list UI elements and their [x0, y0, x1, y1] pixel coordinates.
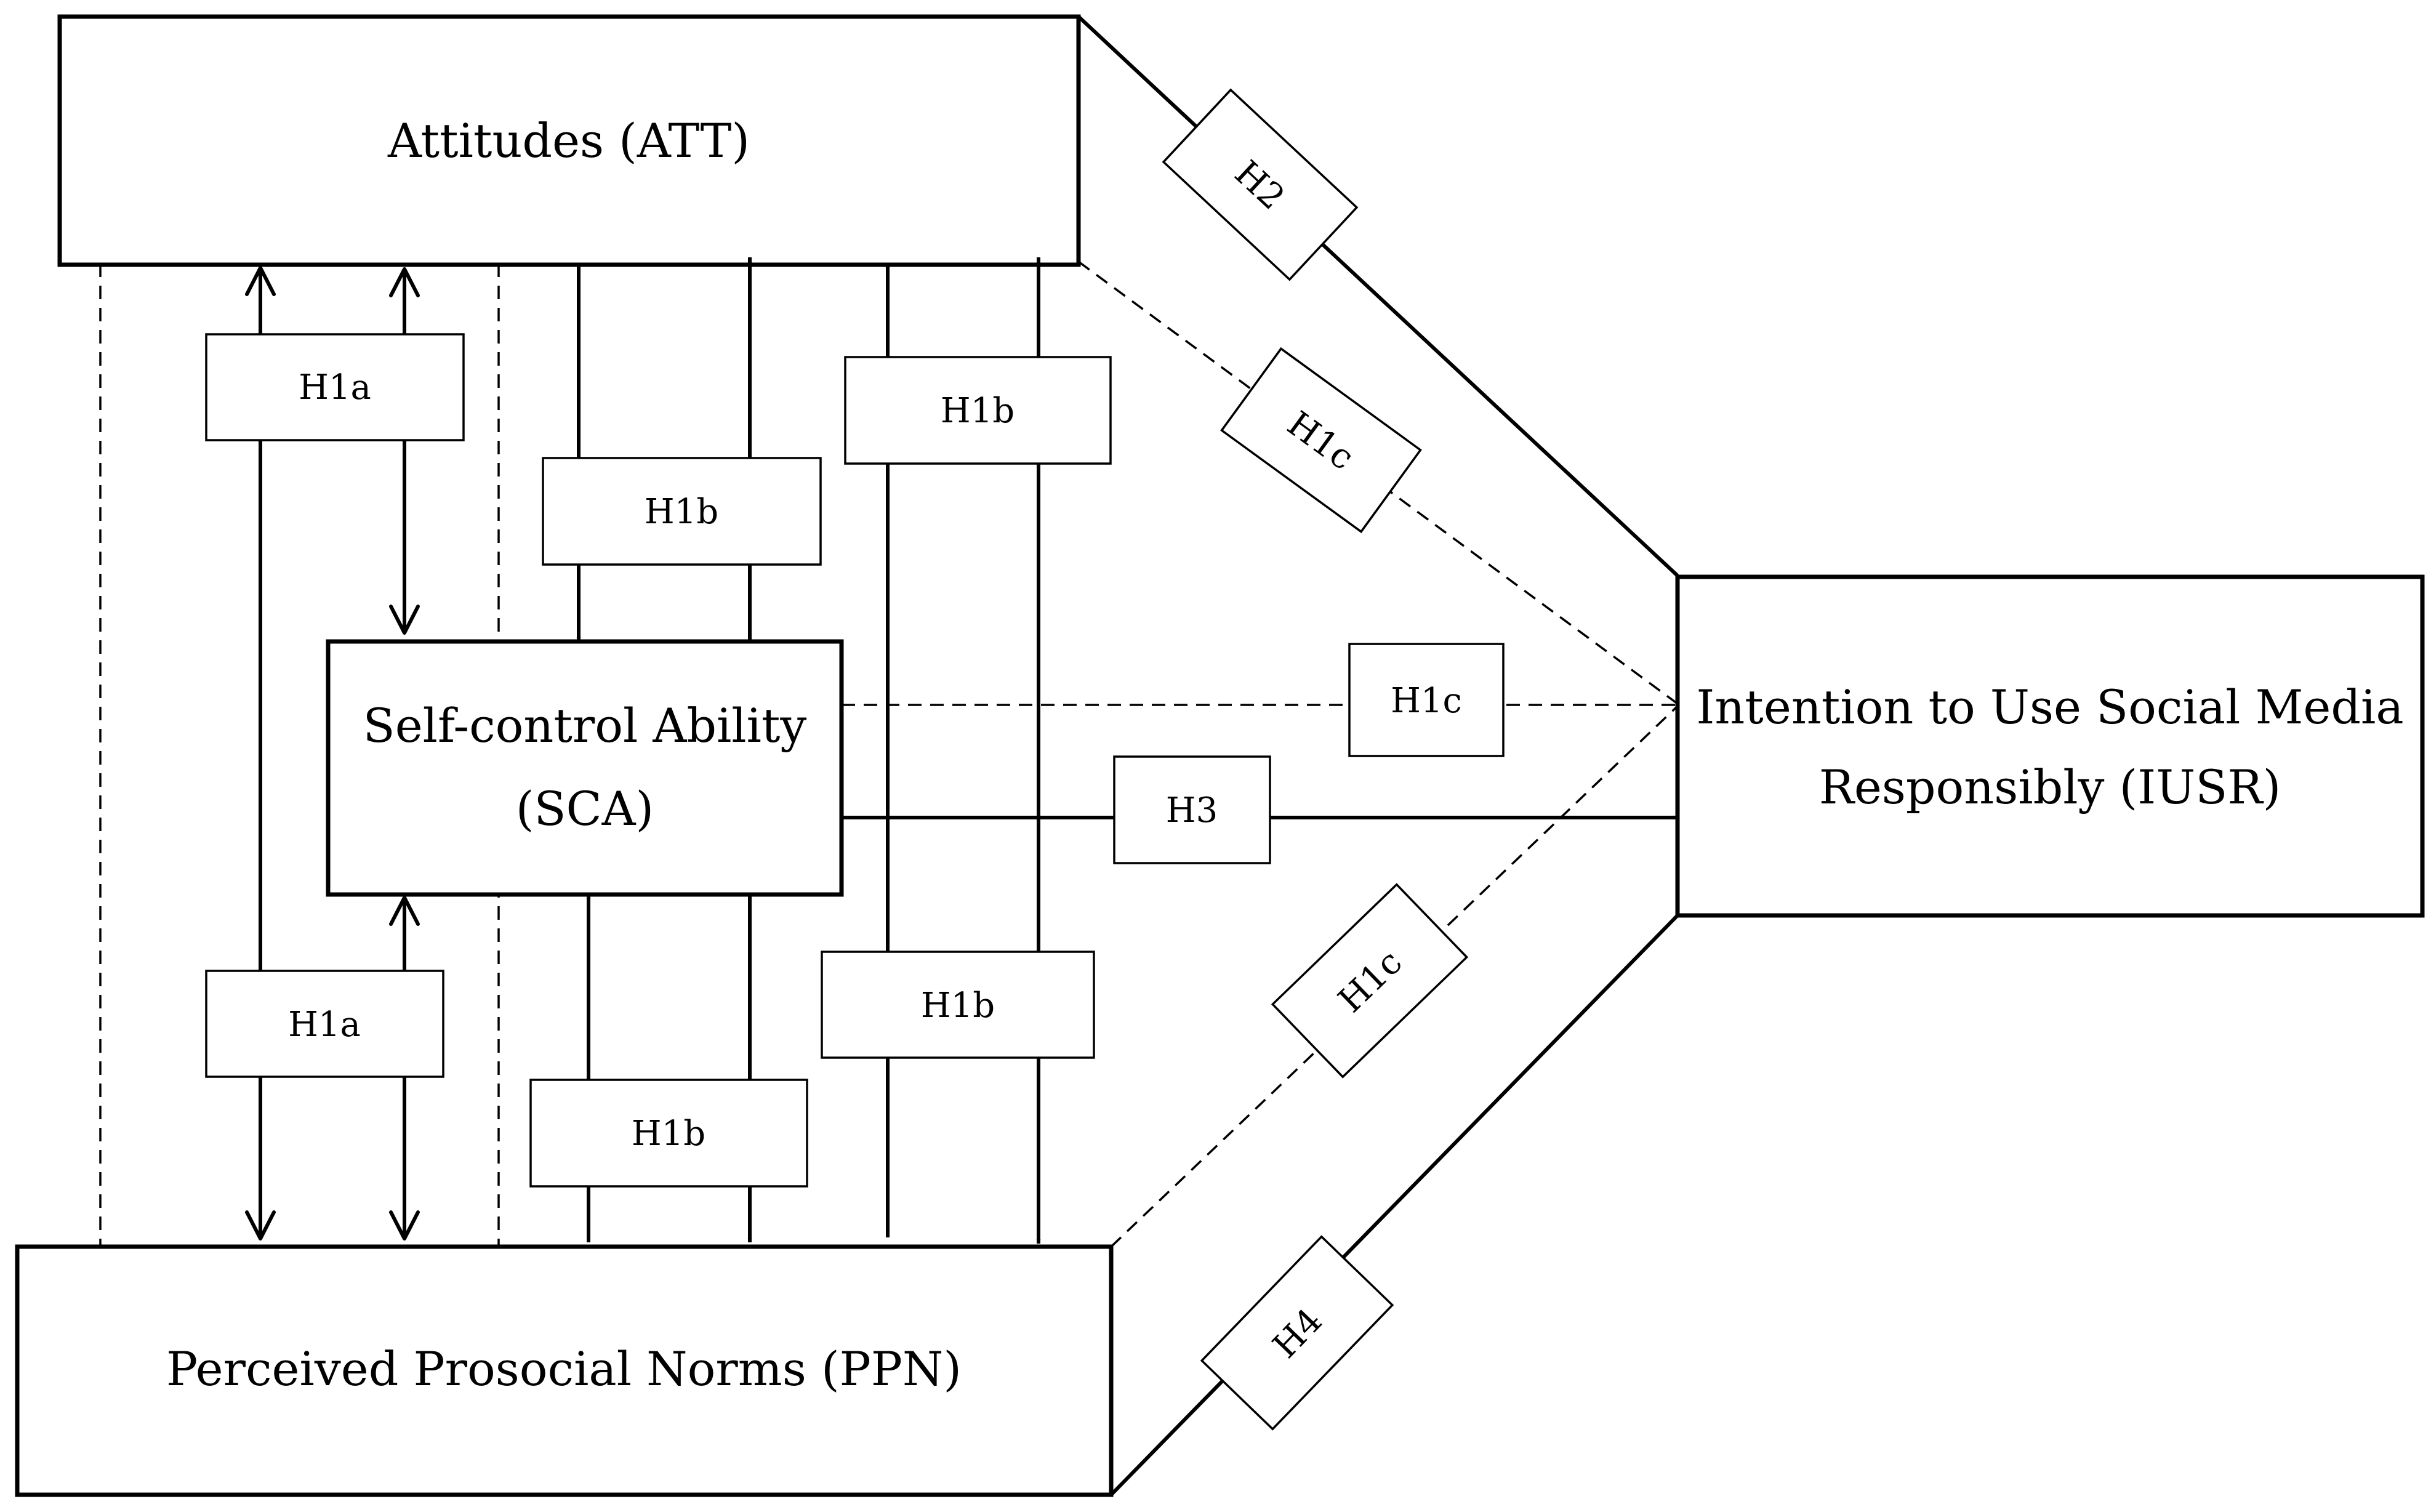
iusr-label-line2: Responsibly (IUSR) — [1819, 760, 2281, 814]
sca-label-line2: (SCA) — [516, 781, 654, 836]
hypothesis-labels: H1a H1a H1b H1b H1b H1b H1c H3 — [205, 88, 1505, 1431]
ppn-box — [15, 1244, 1114, 1497]
svg-text:H1a: H1a — [299, 368, 371, 408]
ppn-label: Perceived Prosocial Norms (PPN) — [166, 1341, 962, 1396]
svg-text:H1b: H1b — [921, 986, 995, 1026]
h1a-sca-ppn-arrowhead-top — [389, 896, 420, 926]
att-box — [57, 14, 1081, 267]
h1a-left-arrowhead-top — [245, 266, 276, 296]
att-label: Attitudes (ATT) — [387, 113, 750, 168]
svg-text:H1b: H1b — [632, 1114, 705, 1154]
h1b-top-right-label: H1b — [844, 356, 1112, 465]
svg-text:H3: H3 — [1166, 790, 1218, 830]
svg-text:H1b: H1b — [941, 391, 1015, 431]
h1b-bottom-right-label: H1b — [821, 951, 1095, 1059]
sca-box — [326, 639, 844, 897]
svg-text:H1a: H1a — [288, 1005, 361, 1045]
h4-arrow-line — [1109, 914, 1679, 1497]
h3-label: H3 — [1113, 755, 1271, 864]
dashed-line-ppn-iusr — [1110, 705, 1679, 1248]
h1a-left-arrowhead-bottom — [245, 1210, 276, 1241]
svg-text:H1c: H1c — [1391, 681, 1462, 721]
svg-text:H1b: H1b — [645, 492, 718, 532]
dashed-line-att-iusr — [1077, 260, 1679, 705]
h1a-top-label: H1a — [205, 333, 465, 441]
iusr-box — [1675, 574, 2425, 918]
h1a-sca-ppn-arrowhead-bottom — [389, 1210, 420, 1241]
h1c-sca-label: H1c — [1348, 643, 1505, 757]
h1a-att-sca-arrowhead-top — [389, 267, 420, 297]
h1c-ppn-label: H1c — [1271, 883, 1469, 1079]
h1a-bottom-label: H1a — [205, 970, 444, 1078]
h1b-bottom-left-label: H1b — [529, 1079, 808, 1188]
h2-label: H2 — [1162, 88, 1359, 281]
h1b-top-left-label: H1b — [542, 457, 822, 566]
h2-arrow-line — [1077, 15, 1679, 577]
iusr-label-line1: Intention to Use Social Media — [1696, 680, 2403, 734]
h1c-att-label: H1c — [1220, 347, 1422, 534]
sca-label-line1: Self-control Ability — [363, 698, 807, 753]
h4-label: H4 — [1200, 1235, 1394, 1431]
h1a-att-sca-arrowhead-bottom — [389, 605, 420, 635]
